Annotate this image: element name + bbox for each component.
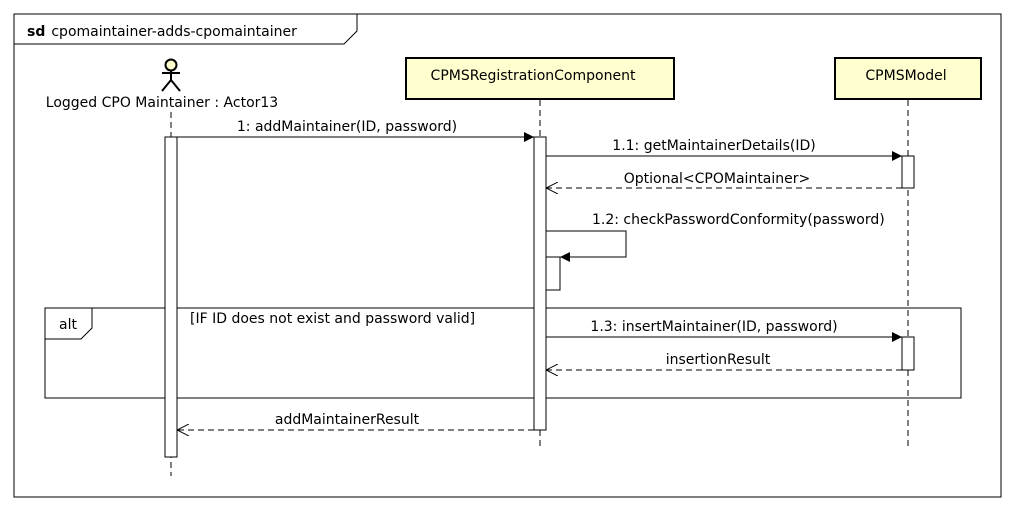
actor-label: Logged CPO Maintainer : Actor13 (46, 95, 278, 111)
model-activation-1 (901, 155, 915, 189)
message-1-2-label: 1.2: checkPasswordConformity(password) (592, 212, 885, 228)
participant-model-label: CPMSModel (865, 68, 946, 84)
participant-model: CPMSModel (834, 57, 982, 100)
alt-guard-label: [IF ID does not exist and password valid… (190, 311, 475, 327)
registration-activation (533, 136, 547, 431)
message-1-2-arrow (546, 230, 627, 262)
message-1-1-label: 1.1: getMaintainerDetails(ID) (612, 138, 815, 154)
message-1-3-label: 1.3: insertMaintainer(ID, password) (590, 319, 837, 335)
return-1-label: addMaintainerResult (275, 412, 420, 428)
actor-activation (164, 136, 178, 458)
return-1-3-label: insertionResult (666, 352, 771, 368)
participant-registration: CPMSRegistrationComponent (405, 57, 675, 100)
alt-fragment: alt [IF ID does not exist and password v… (44, 307, 962, 399)
return-1-1-label: Optional<CPOMaintainer> (624, 171, 811, 187)
registration-self-activation (545, 256, 561, 291)
sd-frame-tab (14, 14, 358, 45)
participant-registration-label: CPMSRegistrationComponent (431, 68, 636, 84)
message-1-label: 1: addMaintainer(ID, password) (237, 119, 457, 135)
stick-figure-actor-icon (161, 58, 181, 92)
model-activation-2 (901, 336, 915, 371)
alt-operator-label: alt (59, 317, 77, 333)
